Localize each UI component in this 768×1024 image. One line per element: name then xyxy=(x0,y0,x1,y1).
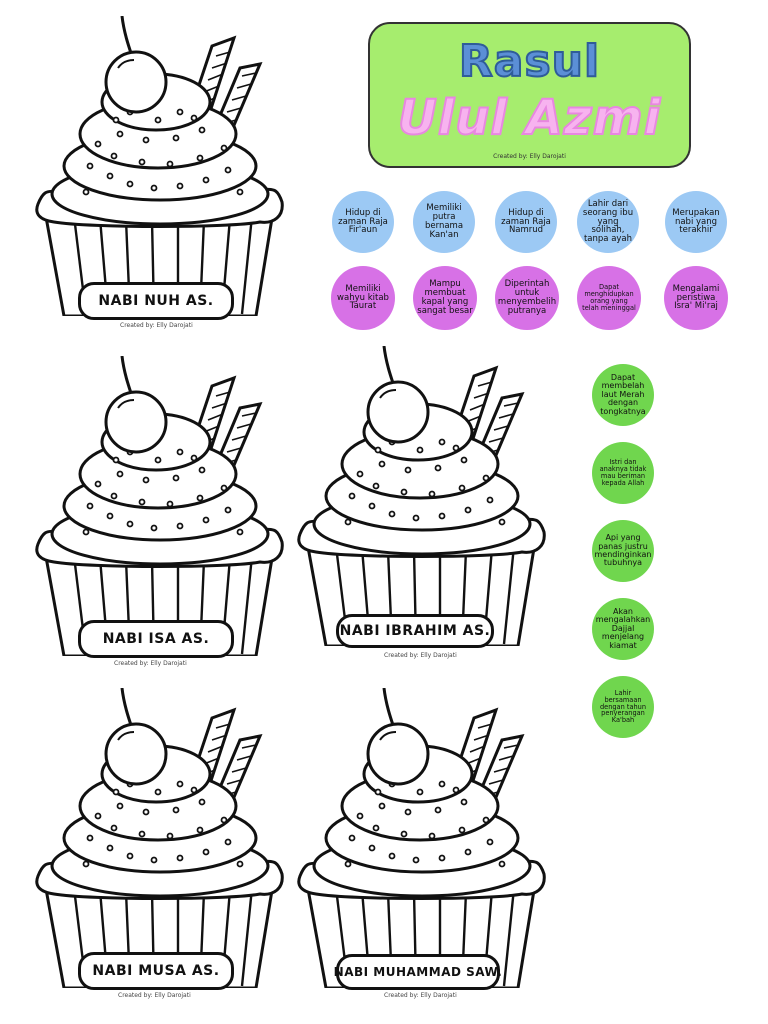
cupcake-credit: Created by: Elly Darojati xyxy=(118,992,191,999)
cupcake-credit: Created by: Elly Darojati xyxy=(384,652,457,659)
title-ulul-azmi: Ulul Azmi xyxy=(397,89,662,147)
cupcake-nuh: NABI NUH AS. Created by: Elly Darojati xyxy=(30,16,286,334)
green-circle-5[interactable]: Lahir bersamaan dengan tahun penyerangan… xyxy=(592,676,654,738)
purple-circle-1[interactable]: Memiliki wahyu kitab Taurat xyxy=(331,266,395,330)
cupcake-label-text: NABI IBRAHIM AS. xyxy=(339,623,491,639)
cupcake-label-isa: NABI ISA AS. xyxy=(78,620,234,658)
purple-circle-2[interactable]: Mampu membuat kapal yang sangat besar xyxy=(413,266,477,330)
cupcake-ibrahim: NABI IBRAHIM AS. Created by: Elly Daroja… xyxy=(292,346,548,664)
cupcake-label-text: NABI MUHAMMAD SAW. xyxy=(333,965,503,979)
green-circle-3[interactable]: Api yang panas justru mendinginkan tubuh… xyxy=(592,520,654,582)
cupcake-label-text: NABI ISA AS. xyxy=(102,631,210,647)
green-circle-4[interactable]: Akan mengalahkan Dajjal menjelang kiamat xyxy=(592,598,654,660)
cupcake-label-nuh: NABI NUH AS. xyxy=(78,282,234,320)
green-circle-2[interactable]: Istri dan anaknya tidak mau beriman kepa… xyxy=(592,442,654,504)
cupcake-label-musa: NABI MUSA AS. xyxy=(78,952,234,990)
cupcake-isa: NABI ISA AS. Created by: Elly Darojati xyxy=(30,356,286,674)
cupcake-label-text: NABI MUSA AS. xyxy=(92,963,220,979)
cupcake-illustration xyxy=(35,356,284,656)
title-rasul: Rasul xyxy=(458,35,601,88)
blue-circle-4[interactable]: Lahir dari seorang ibu yang solihah, tan… xyxy=(577,191,639,253)
cupcake-illustration xyxy=(35,688,284,988)
cupcake-credit: Created by: Elly Darojati xyxy=(384,992,457,999)
blue-circle-1[interactable]: Hidup di zaman Raja Fir'aun xyxy=(332,191,394,253)
purple-circle-3[interactable]: Diperintah untuk menyembelih putranya xyxy=(495,266,559,330)
cupcake-label-text: NABI NUH AS. xyxy=(98,293,214,309)
blue-circle-3[interactable]: Hidup di zaman Raja Namrud xyxy=(495,191,557,253)
cupcake-credit: Created by: Elly Darojati xyxy=(120,322,193,329)
title-credit: Created by: Elly Darojati xyxy=(493,153,566,160)
purple-circle-5[interactable]: Mengalami peristiwa Isra' Mi'raj xyxy=(664,266,728,330)
cupcake-credit: Created by: Elly Darojati xyxy=(114,660,187,667)
cupcake-illustration xyxy=(35,16,284,316)
cupcake-illustration xyxy=(297,346,546,646)
cupcake-muhammad: NABI MUHAMMAD SAW. Created by: Elly Daro… xyxy=(292,688,548,1006)
blue-circle-2[interactable]: Memiliki putra bernama Kan'an xyxy=(413,191,475,253)
purple-circle-4[interactable]: Dapat menghidupkan orang yang telah meni… xyxy=(577,266,641,330)
title-card: Rasul Ulul Azmi Created by: Elly Darojat… xyxy=(368,22,691,168)
green-circle-1[interactable]: Dapat membelah laut Merah dengan tongkat… xyxy=(592,364,654,426)
cupcake-musa: NABI MUSA AS. Created by: Elly Darojati xyxy=(30,688,286,1006)
cupcake-label-ibrahim: NABI IBRAHIM AS. xyxy=(336,614,494,648)
cupcake-illustration xyxy=(297,688,546,988)
cupcake-label-muhammad: NABI MUHAMMAD SAW. xyxy=(333,954,503,990)
blue-circle-5[interactable]: Merupakan nabi yang terakhir xyxy=(665,191,727,253)
